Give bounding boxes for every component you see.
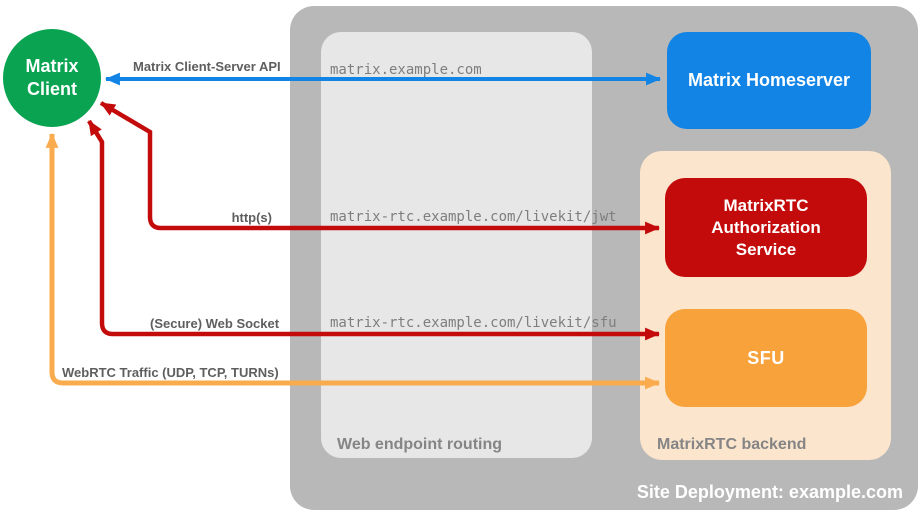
web-endpoint-routing-label: Web endpoint routing: [337, 436, 503, 453]
web-endpoint-routing-container: [321, 32, 592, 458]
endpoint-livekit-sfu: matrix-rtc.example.com/livekit/sfu: [330, 315, 617, 331]
sfu-label: SFU: [747, 347, 785, 368]
endpoint-livekit-jwt: matrix-rtc.example.com/livekit/jwt: [330, 209, 617, 225]
node-matrix-homeserver: Matrix Homeserver: [667, 32, 871, 129]
node-sfu: SFU: [665, 309, 867, 407]
site-deployment-label: Site Deployment: example.com: [636, 482, 903, 502]
matrix-client-label: Matrix Client: [25, 56, 79, 99]
matrixrtc-backend-label: MatrixRTC backend: [657, 436, 807, 453]
protocol-label-webrtc-traffic: WebRTC Traffic (UDP, TCP, TURNs): [62, 365, 279, 380]
matrix-homeserver-label: Matrix Homeserver: [687, 70, 851, 90]
node-matrix-client: Matrix Client: [3, 29, 101, 127]
protocol-label-https: http(s): [231, 210, 272, 225]
matrixrtc-authorization-service-label: MatrixRTC Authorization Service: [711, 195, 821, 259]
endpoint-matrix-example-com: matrix.example.com: [330, 62, 482, 78]
protocol-label-client-server-api: Matrix Client-Server API: [133, 59, 281, 74]
node-matrixrtc-authorization-service: MatrixRTC Authorization Service: [665, 178, 867, 277]
protocol-label-web-socket: (Secure) Web Socket: [150, 316, 280, 331]
